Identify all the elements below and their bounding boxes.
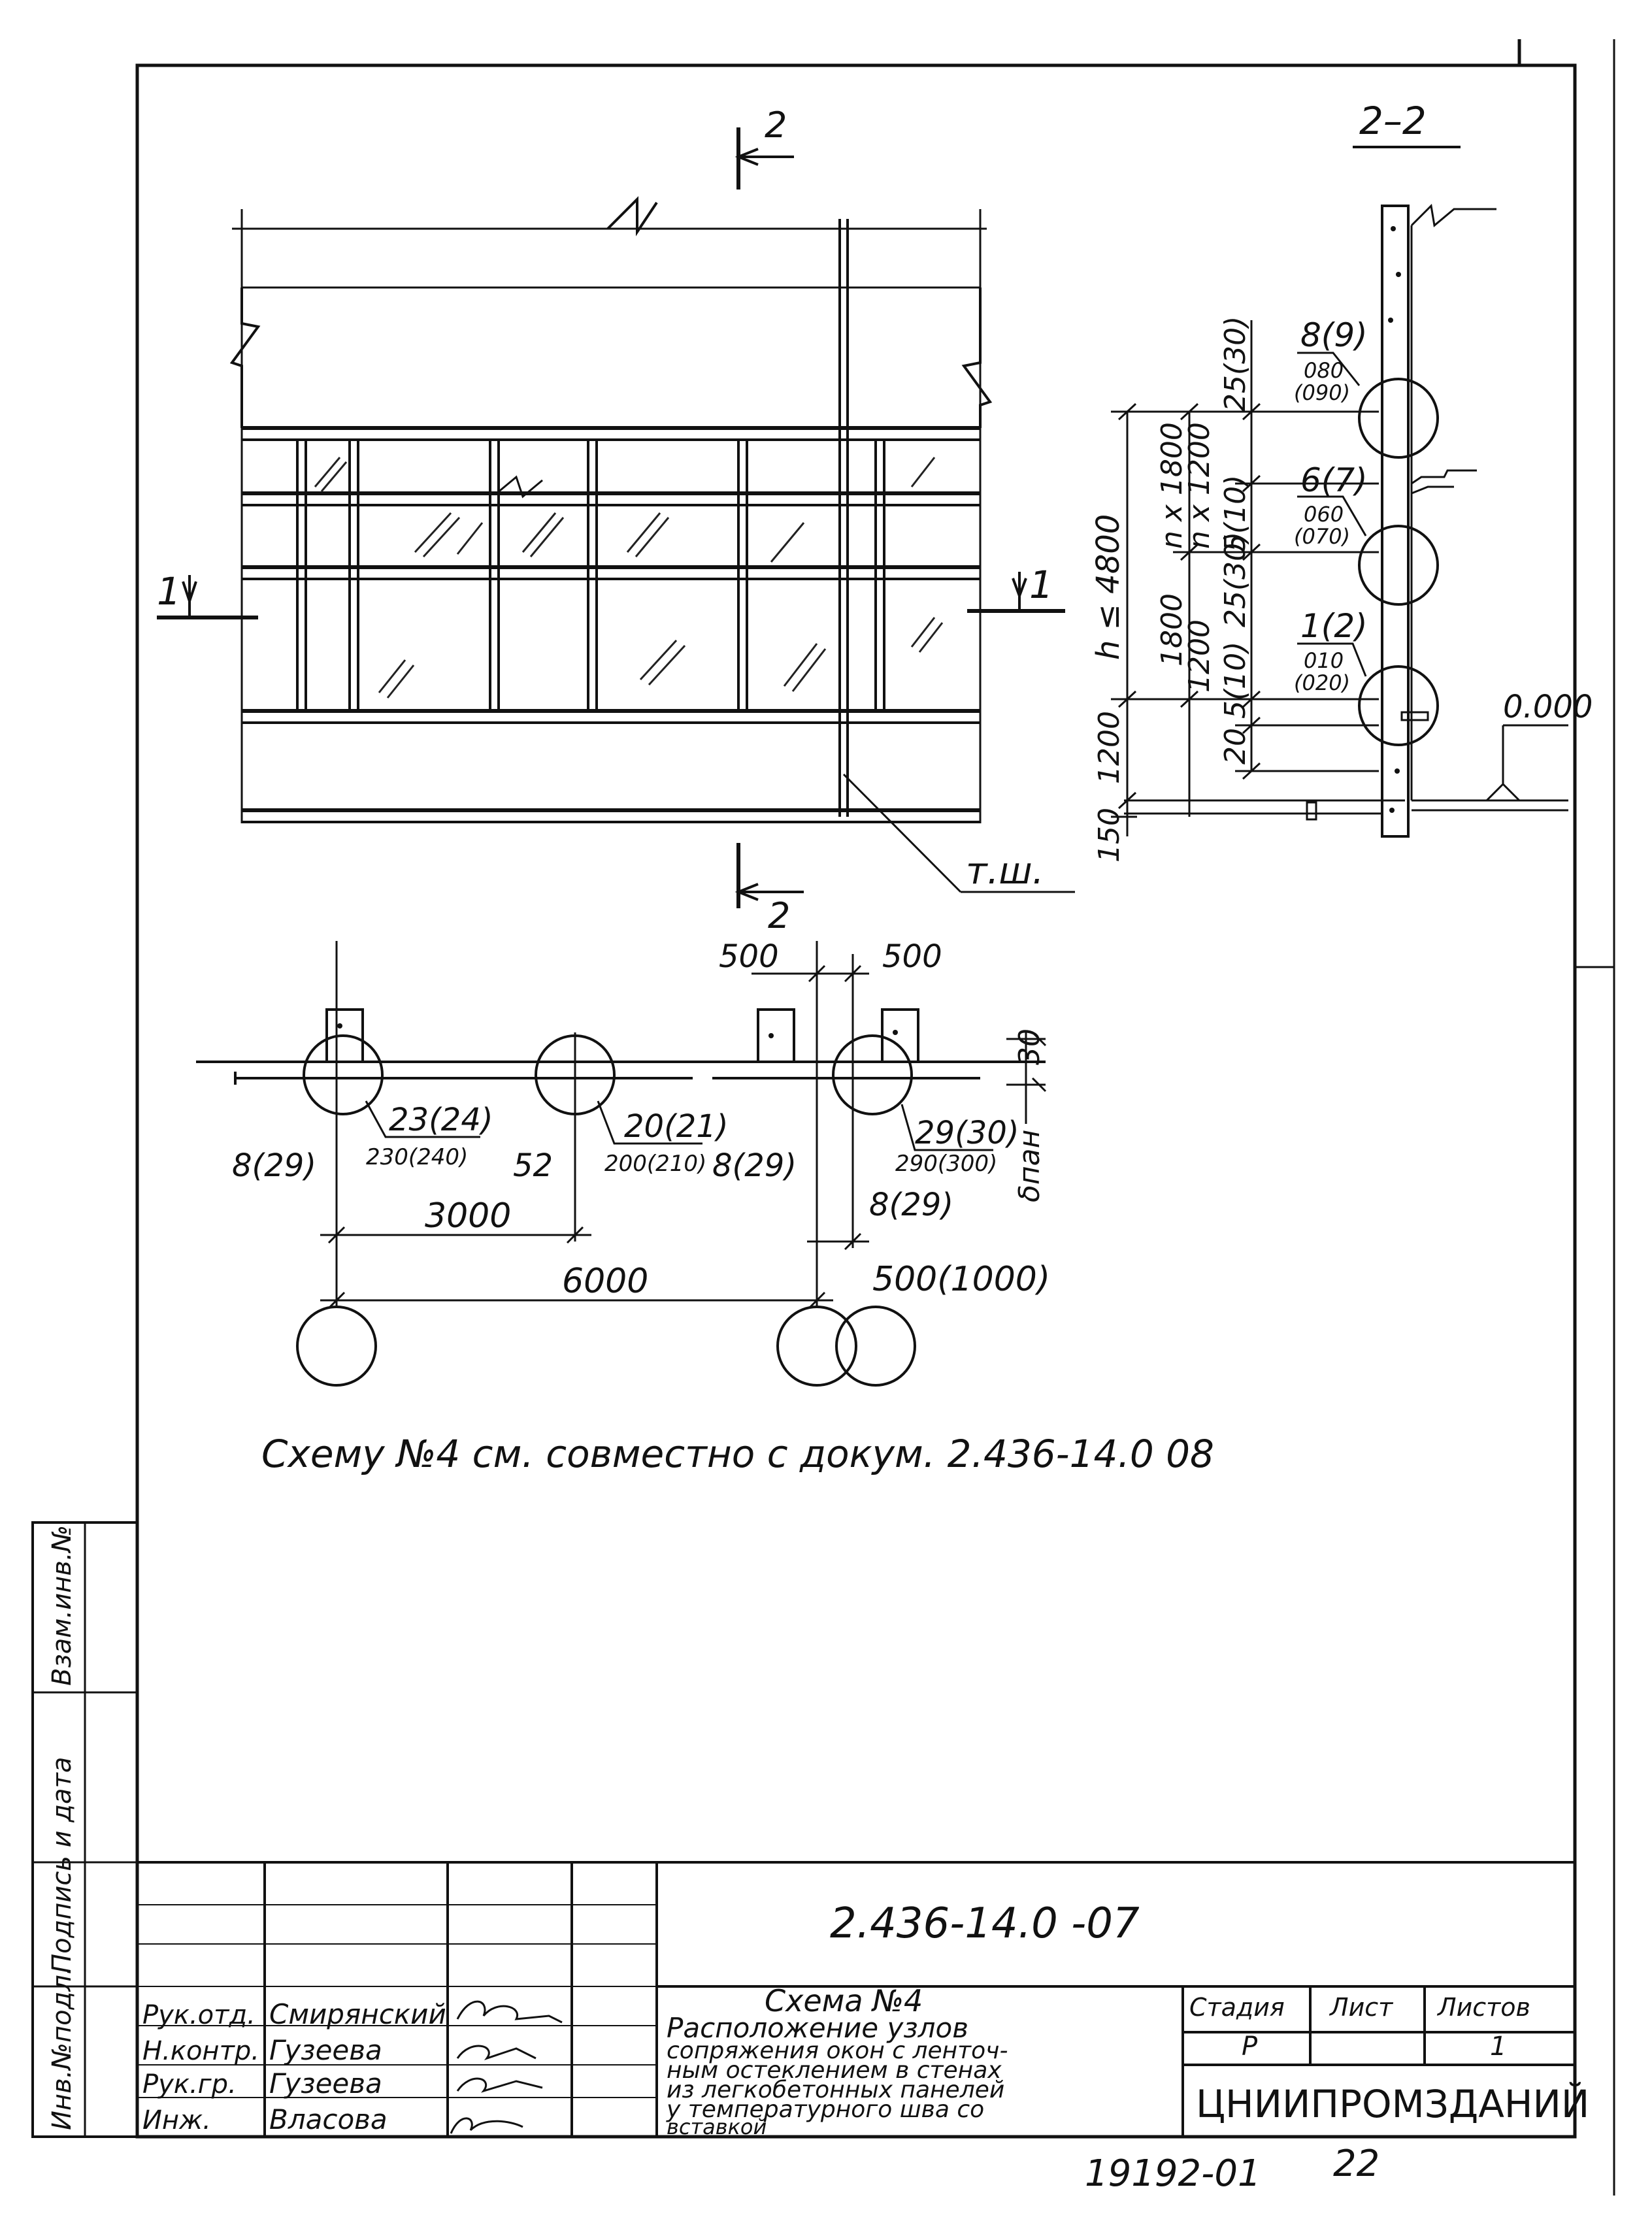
level-mark: 0.000 [1503,689,1593,725]
description-line-3: ным остеклением в стенах [667,2057,1002,2084]
stage-value: Р [1242,2032,1258,2062]
cut-left-mark: 1 [157,569,181,614]
section-dim-150: 150 [1093,808,1126,863]
description-line-4: из легкобетонных панелей [667,2077,1004,2103]
plan-dim-bpan: δпан [1013,1130,1046,1202]
scheme-title: Схема №4 [765,1983,923,2018]
section-bottom-mark: 2 [768,895,790,936]
plan-node-1-code: 230(240) [366,1144,468,1170]
plan-node-1-num: 23(24) [389,1102,493,1138]
role-4-name: Власова [269,2103,388,2135]
plan-node-3-code: 290(300) [895,1151,997,1177]
plan-dim-500-right: 500 [882,938,942,975]
plan-view: 23(24) 230(240) 20(21) 200(210) 29(30) 2… [196,938,1050,1387]
section-dim-nx1200: n x 1200 [1183,422,1216,549]
plan-dim-500-left: 500 [719,938,779,975]
role-3-name: Гузеева [269,2067,382,2099]
page-number: 22 [1333,2143,1379,2185]
role-2-name: Гузеева [269,2034,382,2066]
plan-dim-8-29-b: 8(29) [712,1147,797,1184]
sheets-value: 1 [1490,2032,1506,2062]
side-stamp-signature: Подпись и дата [47,1757,77,1973]
plan-dim-500-1000: 500(1000) [872,1260,1050,1299]
thermal-joint-label: т.ш. [966,850,1044,893]
cut-right-mark: 1 [1029,563,1053,607]
section-node-2-alt: (070) [1294,524,1350,549]
role-2: Н.контр. [142,2036,259,2066]
signature-1 [456,2000,563,2024]
role-4: Инж. [142,2105,211,2135]
archive-number: 19192-01 [1085,2152,1261,2195]
section-dim-1800: 1800 [1155,593,1189,666]
signature-3 [456,2077,543,2093]
section-dim-20: 20 [1219,728,1252,765]
side-stamp-replaced: Взам.инв.№ [47,1525,77,1686]
section-dim-total: h ≤ 4800 [1090,514,1127,660]
organization: ЦНИИПРОМЗДАНИЙ [1196,2081,1589,2126]
facade-view: 1 1 2 2 т.ш. [157,105,1075,936]
section-dim-nx1800: n x 1800 [1155,422,1189,549]
sheets-header: Листов [1436,1993,1530,2022]
section-title: 2–2 [1359,99,1427,143]
plan-dim-3000: 3000 [425,1196,511,1236]
plan-dim-6000: 6000 [562,1262,648,1301]
drawing-note: Схему №4 см. совместно с докум. 2.436-14… [261,1432,1214,1476]
plan-node-2-num: 20(21) [624,1108,729,1145]
plan-dim-8-29-a: 8(29) [232,1147,316,1184]
section-dim-25-30-a: 25(30) [1219,532,1252,627]
section-dim-5-10-b: 5(10) [1219,475,1252,552]
role-1: Рук.отд. [142,2000,256,2030]
section-node-2-code: 060 [1304,502,1344,527]
section-node-1-alt: (090) [1294,380,1350,405]
side-stamp-inventory: Инв.№подл. [47,1966,77,2130]
sheet-header: Лист [1329,1993,1394,2022]
description-line-2: сопряжения окон с ленточ- [667,2037,1008,2064]
plan-node-3-num: 29(30) [915,1115,1019,1151]
section-node-3-code: 010 [1304,648,1344,673]
section-node-1-code: 080 [1304,358,1344,383]
role-3: Рук.гр. [142,2069,237,2099]
title-block: 2.436-14.0 -07 Схема №4 Расположение узл… [137,1861,1589,2139]
signature-2 [456,2045,537,2060]
sheet-frame [135,39,1615,2196]
section-dim-25-30-b: 25(30) [1219,316,1252,412]
plan-dim-8-29-c: 8(29) [869,1187,953,1223]
plan-dim-52: 52 [513,1147,553,1184]
section-top-mark: 2 [765,105,787,146]
signature-4 [450,2117,523,2134]
section-dim-5-10-a: 5(10) [1219,642,1252,719]
plan-dim-30: 30 [1013,1028,1046,1065]
section-node-3-alt: (020) [1294,670,1350,695]
doc-code: 2.436-14.0 -07 [830,1900,1140,1948]
description-line-5: у температурного шва со [666,2096,984,2123]
section-node-1-num: 8(9) [1300,316,1368,354]
role-1-name: Смирянский [269,1998,446,2030]
plan-node-2-code: 200(210) [604,1151,706,1177]
description-line-1: Расположение узлов [667,2012,968,2044]
side-stamp: Взам.инв.№ Подпись и дата Инв.№подл. [31,1521,139,2138]
section-dim-1200-left: 1200 [1093,711,1126,784]
section-2-2: 2–2 0.000 8(9) 080 ( [1090,99,1593,863]
stage-header: Стадия [1189,1993,1285,2022]
section-node-3-num: 1(2) [1300,607,1368,645]
section-node-2-num: 6(7) [1300,461,1368,499]
description-line-6: вставкой [667,2115,767,2139]
section-dim-1200: 1200 [1183,619,1216,693]
